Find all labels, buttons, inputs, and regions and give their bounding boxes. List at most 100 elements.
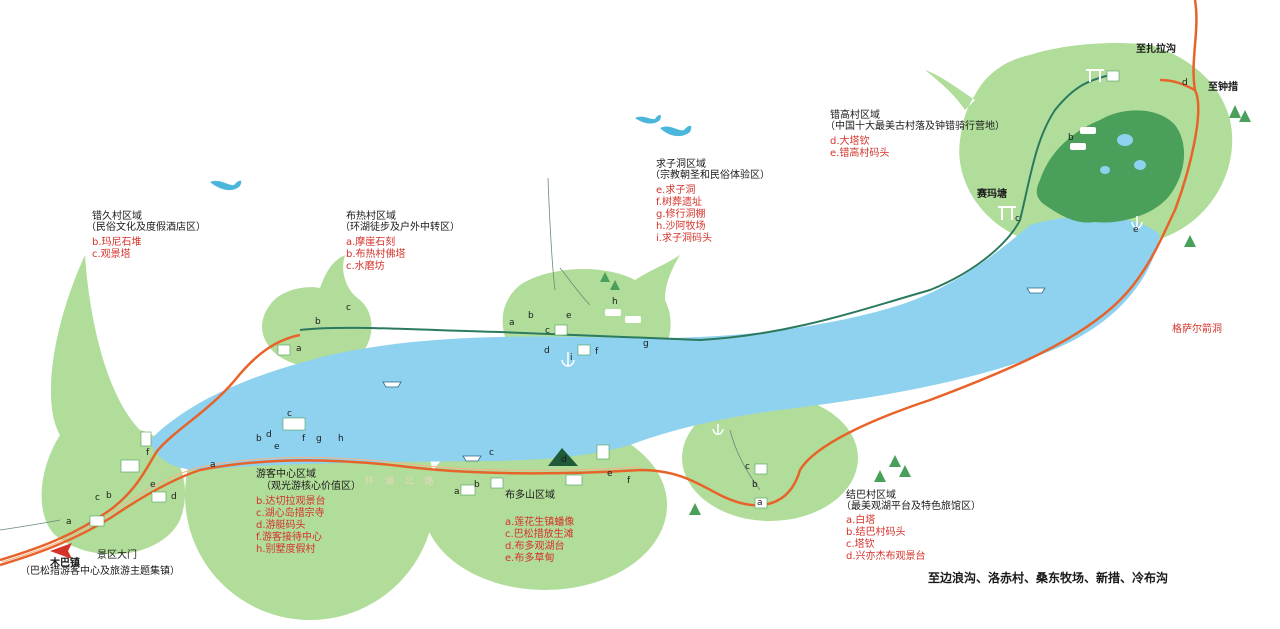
place-zhazhala: 至扎拉沟 [1136,44,1176,55]
zone-visitor-title: 游客中心区域 [256,469,316,480]
marker-qiuzi-i[interactable]: i [570,353,573,363]
marker-visitor-h[interactable]: h [338,434,344,444]
marker-visitor-d[interactable]: d [266,430,272,440]
marker-cuojiu-c[interactable]: c [95,493,100,503]
poi-visitor-d[interactable]: d.游艇码头 [256,520,306,531]
mountain-icon [548,448,578,466]
bird-icon [210,115,692,191]
poi-bure-a[interactable]: a.摩崖石刻 [346,237,396,248]
zone-qiuzi-title: 求子洞区域 [656,159,706,170]
zone-bure-title: 布热村区域 [346,211,396,222]
marker-jieba-a[interactable]: a [757,498,763,508]
poi-cuojiu-b[interactable]: b.玛尼石堆 [92,237,142,248]
bottom-note: 至边浪沟、洛赤村、桑东牧场、新措、冷布沟 [928,571,1169,585]
marker-visitor-e[interactable]: e [274,442,280,452]
poi-cuojiu-c[interactable]: c.观景塔 [92,249,131,260]
marker-qiuzi-e[interactable]: e [566,311,572,321]
marker-cuojiu-b[interactable]: b [106,491,112,501]
marker-visitor-c[interactable]: c [287,409,292,419]
marker-buduoshan-d[interactable]: d [561,455,567,465]
poi-buduoshan-c[interactable]: c.巴松措放生滩 [505,529,574,540]
place-muba-subtitle: （巴松措游客中心及旅游主题集镇） [20,566,180,577]
marker-bure-a[interactable]: a [296,344,302,354]
marker-buduoshan-a[interactable]: a [454,487,460,497]
streams [0,177,761,531]
forest-cuogao [1036,110,1185,223]
zone-cuojiu-title: 错久村区域 [92,211,142,222]
poi-buduoshan-a[interactable]: a.莲花生镇蟠像 [505,517,575,528]
zone-jieba-subtitle: （最美观湖平台及特色旅馆区） [841,501,981,512]
poi-qiuzi-h[interactable]: h.沙阿牧场 [656,221,706,232]
poi-cuogao-d[interactable]: d.大塔钦 [830,136,870,147]
zone-cuojiu-subtitle: （民俗文化及度假酒店区） [86,222,206,233]
place-jingqu: 景区大门 [97,550,137,561]
marker-qiuzi-d[interactable]: d [544,346,550,356]
poi-qiuzi-f[interactable]: f.树葬遗址 [656,197,702,208]
marker-cuogao-d[interactable]: d [1182,78,1188,88]
marker-qiuzi-c[interactable]: c [545,326,550,336]
marker-cuogao-b[interactable]: b [1068,133,1074,143]
marker-jieba-c[interactable]: c [745,462,750,472]
poi-markers: a b c d e f a b c a b c d e f g h i b c … [66,78,1188,527]
marker-bure-b[interactable]: b [315,317,321,327]
marker-cuojiu-f[interactable]: f [146,448,150,458]
marker-qiuzi-g[interactable]: g [643,339,649,349]
poi-visitor-c[interactable]: c.湖心岛措宗寺 [256,508,325,519]
poi-qiuzi-i[interactable]: i.求子洞码头 [656,233,712,244]
marker-qiuzi-f[interactable]: f [595,347,599,357]
marker-jieba-b[interactable]: b [752,480,758,490]
marker-cuojiu-a[interactable]: a [66,517,72,527]
lake [150,216,1160,470]
zone-buduoshan[interactable] [423,420,667,590]
poi-jieba-d[interactable]: d.兴亦杰布观景台 [846,551,926,562]
marker-qiuzi-h[interactable]: h [612,297,618,307]
poi-bure-b[interactable]: b.布热村佛塔 [346,249,406,260]
poi-qiuzi-e[interactable]: e.求子洞 [656,185,696,196]
road-label: 环 湖 公 路 [365,477,438,487]
marker-buduoshan-e[interactable]: e [607,469,613,479]
boat-icon [382,287,1046,462]
zone-jieba-title: 结巴村区域 [846,490,896,501]
poi-visitor-h[interactable]: h.别墅度假村 [256,544,316,555]
marker-buduoshan-b[interactable]: b [474,480,480,490]
marker-qiuzi-a[interactable]: a [509,318,515,328]
place-gesa: 格萨尔箭洞 [1172,324,1222,335]
marker-qiuzi-b[interactable]: b [528,311,534,321]
poi-jieba-c[interactable]: c.塔钦 [846,539,875,550]
marker-visitor-g[interactable]: g [316,434,322,444]
marker-cuojiu-e[interactable]: e [150,480,156,490]
marker-buduoshan-c[interactable]: c [489,448,494,458]
poi-visitor-f[interactable]: f.游客接待中心 [256,532,322,543]
tree-icon [600,105,1251,515]
forest-lakes [1100,134,1146,174]
place-zhongcuo: 至钟措 [1208,82,1238,93]
poi-cuogao-e[interactable]: e.错高村码头 [830,148,890,159]
cattle-icon [605,127,1096,323]
poi-buduoshan-e[interactable]: e.布多草甸 [505,553,555,564]
marker-cuogao-e[interactable]: e [1133,225,1139,235]
marker-buduoshan-f[interactable]: f [627,476,631,486]
zone-bure[interactable] [262,255,372,368]
poi-qiuzi-g[interactable]: g.修行洞棚 [656,209,706,220]
zone-cuojiu[interactable] [41,255,186,555]
poi-jieba-b[interactable]: b.结巴村码头 [846,527,906,538]
marker-bure-c[interactable]: c [346,303,351,313]
building-icon [89,70,1120,527]
marker-cuogao-c[interactable]: c [1015,214,1020,224]
zone-bure-subtitle: （环湖徒步及户外中转区） [340,222,460,233]
zone-jieba[interactable] [682,395,858,521]
marker-visitor-a[interactable]: a [210,460,216,470]
marker-visitor-b[interactable]: b [256,434,262,444]
zone-cuogao-subtitle: （中国十大最美古村落及钟错骑行营地） [825,121,1005,132]
place-saima: 赛玛塘 [977,189,1007,200]
entrance-arrow-icon [50,543,72,559]
marker-cuojiu-d[interactable]: d [171,492,177,502]
gate-icon [998,69,1104,220]
marker-visitor-f[interactable]: f [302,434,306,444]
anchor-icon [561,216,1143,435]
poi-bure-c[interactable]: c.水磨坊 [346,261,385,272]
poi-visitor-b[interactable]: b.达切拉观景台 [256,496,326,507]
poi-jieba-a[interactable]: a.白塔 [846,515,876,526]
poi-buduoshan-d[interactable]: d.布多观湖台 [505,541,565,552]
